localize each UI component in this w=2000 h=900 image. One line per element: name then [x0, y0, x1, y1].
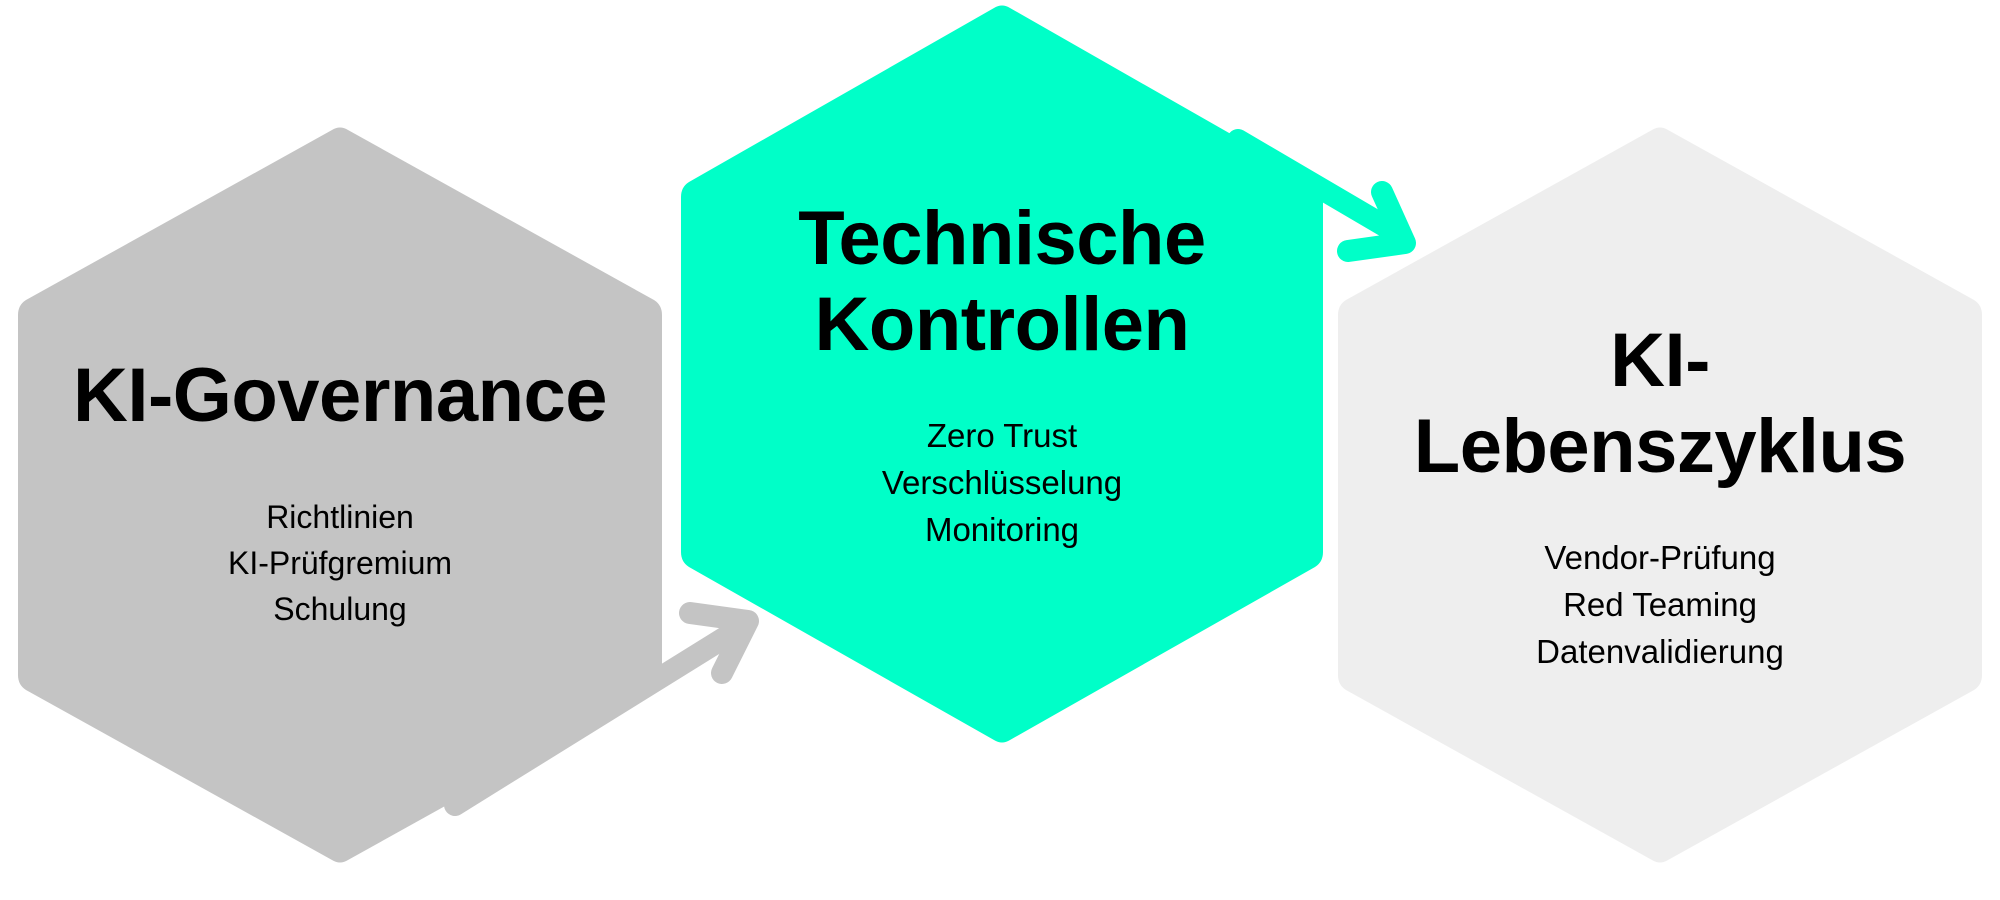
lifecycle-title: KI- Lebenszyklus	[1360, 318, 1960, 490]
governance-items: Richtlinien KI-Prüfgremium Schulung	[40, 494, 640, 632]
governance-hexagon	[18, 127, 662, 863]
lifecycle-title-line: KI-	[1610, 318, 1710, 403]
lifecycle-items: Vendor-Prüfung Red Teaming Datenvalidier…	[1360, 534, 1960, 675]
list-item: Zero Trust	[926, 417, 1078, 454]
governance-block: KI-Governance Richtlinien KI-Prüfgremium…	[40, 352, 640, 632]
lifecycle-block: KI- Lebenszyklus Vendor-Prüfung Red Team…	[1360, 318, 1960, 675]
list-item: Schulung	[273, 591, 407, 627]
arrow-icon	[1227, 129, 1416, 262]
controls-hexagon	[681, 5, 1323, 743]
list-item: Richtlinien	[266, 499, 414, 535]
controls-title-line: Kontrollen	[814, 282, 1190, 367]
arrow-icon	[444, 602, 759, 816]
list-item: Datenvalidierung	[1536, 633, 1784, 670]
controls-title-line: Technische	[798, 196, 1206, 281]
governance-title: KI-Governance	[72, 353, 608, 438]
list-item: Verschlüsselung	[881, 464, 1123, 501]
lifecycle-title-line: Lebenszyklus	[1413, 404, 1907, 489]
list-item: KI-Prüfgremium	[227, 545, 453, 581]
list-item: Red Teaming	[1563, 586, 1757, 623]
list-item: Monitoring	[924, 511, 1080, 548]
controls-block: Technische Kontrollen Zero Trust Verschl…	[700, 196, 1304, 553]
lifecycle-hexagon	[1338, 127, 1982, 863]
list-item: Vendor-Prüfung	[1544, 539, 1776, 576]
controls-title: Technische Kontrollen	[700, 196, 1304, 368]
controls-items: Zero Trust Verschlüsselung Monitoring	[700, 412, 1304, 553]
